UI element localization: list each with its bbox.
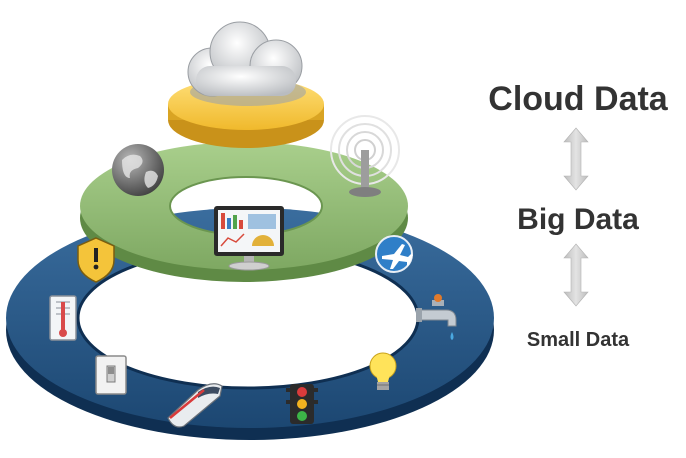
up-down-arrow-bottom: [563, 243, 589, 307]
small-data-label: Small Data: [527, 329, 630, 351]
warning-shield-icon: [77, 237, 115, 283]
cloud-data-label: Cloud Data: [488, 80, 669, 118]
thermometer-icon: [49, 295, 77, 341]
monitor-dashboard-icon: [214, 206, 284, 271]
train-icon: [167, 383, 223, 428]
globe-icon: [112, 144, 164, 196]
antenna-icon: [330, 115, 400, 197]
light-bulb-icon: [369, 352, 397, 390]
traffic-light-icon: [286, 384, 318, 424]
cloud-icon: [187, 21, 306, 106]
up-down-arrow-top: [563, 127, 589, 191]
airplane-icon: [375, 235, 413, 273]
faucet-icon: [416, 294, 457, 340]
light-switch-icon: [95, 355, 127, 395]
big-data-label: Big Data: [517, 203, 639, 236]
